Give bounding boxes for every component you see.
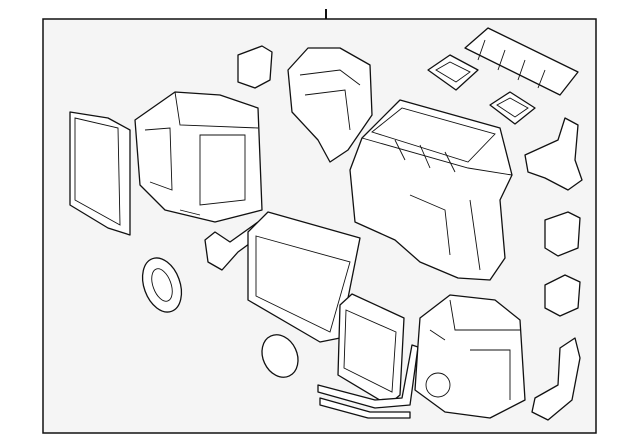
filter-seal-set <box>427 27 579 125</box>
blower-housing <box>134 91 263 223</box>
lower-duct <box>531 337 581 421</box>
heater-core <box>337 293 405 406</box>
blower-motor-case <box>414 294 526 419</box>
bracket-small <box>237 45 273 89</box>
foam-seal-pad <box>261 334 299 378</box>
actuator-upper <box>544 211 581 257</box>
duct-upper <box>287 47 373 163</box>
wiring-bracket <box>524 117 583 191</box>
cabin-air-filter <box>69 111 131 236</box>
actuator-lower <box>544 274 581 317</box>
heater-core-case <box>349 99 513 281</box>
foam-seal-ring <box>141 257 183 313</box>
